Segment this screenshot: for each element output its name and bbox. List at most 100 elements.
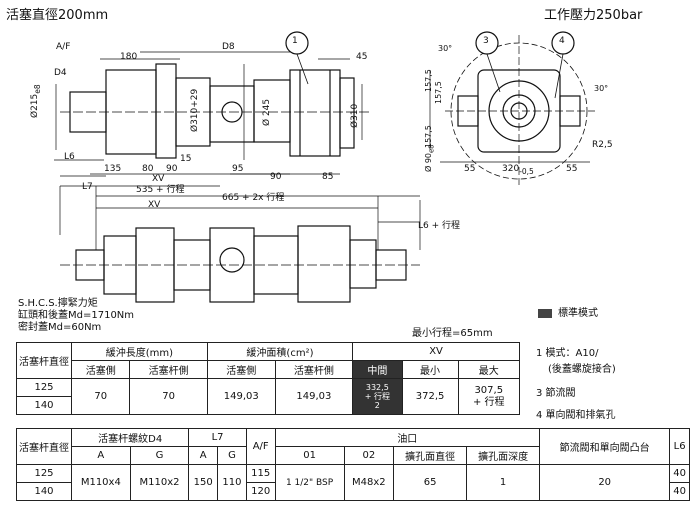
t1-h-max: 最大 <box>457 360 521 379</box>
t2-af-2: 120 <box>245 482 276 501</box>
title-left: 活塞直徑200mm <box>6 8 109 23</box>
label-85: 85 <box>322 172 334 182</box>
t2-h-throttle: 節流閥和單向閥凸台 <box>539 428 671 465</box>
t1-h-xv: XV <box>352 342 520 361</box>
t1-h-rodside2: 活塞杆側 <box>274 360 354 379</box>
t1-h-piston2: 活塞側 <box>206 360 276 379</box>
t1-rod-2: 140 <box>16 396 72 415</box>
label-l7: L7 <box>82 182 93 192</box>
note-min-stroke: 最小行程=65mm <box>412 328 493 339</box>
label-535: 535 + 行程 <box>136 185 185 195</box>
t2-l6-2: 40 <box>669 482 690 501</box>
rear-end <box>339 77 355 149</box>
t2-h-af: A/F <box>245 428 276 465</box>
callout-3-label: 3 <box>483 36 489 46</box>
label-angle-30a: 30° <box>438 44 453 53</box>
callout-4-label: 4 <box>559 36 565 46</box>
t2-h-bore-dia: 擴孔面直徑 <box>393 446 468 465</box>
label-665: 665 + 2x 行程 <box>222 193 285 203</box>
t2-h-rod: 活塞杆直徑 <box>16 428 72 465</box>
t2-l6-1: 40 <box>669 464 690 483</box>
t2-h-port: 油口 <box>274 428 541 447</box>
t2-l7-g: 110 <box>217 464 247 501</box>
label-135: 135 <box>104 164 122 174</box>
label-d4: D4 <box>54 68 67 78</box>
t1-area-rod: 149,03 <box>274 378 354 415</box>
legend-swatch <box>538 308 552 318</box>
t1-xv-min: 372,5 <box>401 378 459 415</box>
label-80: 80 <box>142 164 154 174</box>
t2-thread-a: M110x4 <box>71 464 131 501</box>
label-90a: 90 <box>166 164 178 174</box>
port-table: 活塞杆直徑 活塞杆螺紋D4 L7 A/F 油口 節流閥和單向閥凸台 L6 A G… <box>16 428 690 501</box>
label-45: 45 <box>356 52 368 62</box>
note-shcs: S.H.C.S.擰緊力矩 <box>18 298 98 309</box>
label-dia-215: Ø215e8 <box>30 84 42 118</box>
label-xv-bottom: XV <box>148 200 161 210</box>
label-angle-30b: 30° <box>594 84 609 93</box>
label-dia-310-29: Ø310+29 <box>190 88 200 132</box>
note-md1: 缸頭和後蓋Md=1710Nm <box>18 310 135 321</box>
barrel-right <box>253 79 291 143</box>
t2-h-g1: G <box>129 446 190 465</box>
rear-cap <box>289 69 341 157</box>
t2-l7-a: 150 <box>188 464 219 501</box>
label-90b: 90 <box>270 172 282 182</box>
t1-h-mid: 中間 <box>352 360 403 379</box>
t2-port-02: M48x2 <box>343 464 395 501</box>
label-180: 180 <box>120 52 138 62</box>
t2-h-l7: L7 <box>188 428 247 447</box>
t2-bore-depth: 1 <box>466 464 541 501</box>
label-af: A/F <box>56 42 71 52</box>
note-md2: 密封蓋Md=60Nm <box>18 322 102 333</box>
t2-thread-g: M110x2 <box>129 464 190 501</box>
t1-h-cushion-len: 緩沖長度(mm) <box>71 342 208 361</box>
note-item1a: 1 模式：A10/ <box>536 348 599 359</box>
label-dia-90: Ø 90e8 <box>424 144 436 172</box>
note-item3: 3 節流閥 <box>536 388 576 399</box>
label-320: 320-0,5 <box>502 164 534 176</box>
t2-h-bore-depth: 擴孔面深度 <box>466 446 541 465</box>
t1-h-rodside: 活塞杆側 <box>129 360 208 379</box>
label-15: 15 <box>180 154 192 164</box>
t1-h-piston: 活塞側 <box>70 360 131 379</box>
t2-h-a1: A <box>71 446 131 465</box>
t2-h-thread: 活塞杆螺紋D4 <box>70 428 190 447</box>
label-xv-top: XV <box>152 174 165 184</box>
label-l6: L6 <box>64 152 75 162</box>
t1-len-piston: 70 <box>70 378 131 415</box>
title-right: 工作壓力250bar <box>544 8 643 23</box>
t2-h-01: 01 <box>274 446 345 465</box>
label-r25: R2,5 <box>592 140 613 150</box>
callout-1-label: 1 <box>292 36 298 46</box>
label-dia-310: Ø310 <box>350 103 360 128</box>
legend: 標準模式 <box>538 304 598 319</box>
t1-area-piston: 149,03 <box>206 378 276 415</box>
t2-throttle: 20 <box>539 464 671 501</box>
mid-block <box>209 85 255 143</box>
t2-h-a2: A <box>188 446 219 465</box>
label-95: 95 <box>232 164 244 174</box>
label-157-5a: 157,5 <box>424 69 433 92</box>
note-item1b: (後蓋螺旋接合) <box>548 364 616 375</box>
t2-h-02: 02 <box>343 446 395 465</box>
label-d8: D8 <box>222 42 235 52</box>
label-55b: 55 <box>566 164 578 174</box>
t1-h-rod: 活塞杆直徑 <box>16 342 72 379</box>
t2-bore-dia: 65 <box>393 464 468 501</box>
t1-h-min: 最小 <box>401 360 459 379</box>
t1-rod-1: 125 <box>16 378 72 397</box>
label-55a: 55 <box>464 164 476 174</box>
t1-h-cushion-area: 緩沖面積(cm²) <box>206 342 354 361</box>
t2-af-1: 115 <box>245 464 276 483</box>
t2-rod-1: 125 <box>16 464 72 483</box>
t1-len-rod: 70 <box>129 378 208 415</box>
head-cap <box>155 63 177 159</box>
t2-h-g2: G <box>217 446 247 465</box>
cushion-table: 活塞杆直徑 緩沖長度(mm) 緩沖面積(cm²) XV 活塞側 活塞杆側 活塞側… <box>16 342 521 415</box>
label-l6-stroke: L6 + 行程 <box>418 221 461 231</box>
t1-xv-max: 307,5+ 行程 <box>457 378 521 415</box>
t2-rod-2: 140 <box>16 482 72 501</box>
